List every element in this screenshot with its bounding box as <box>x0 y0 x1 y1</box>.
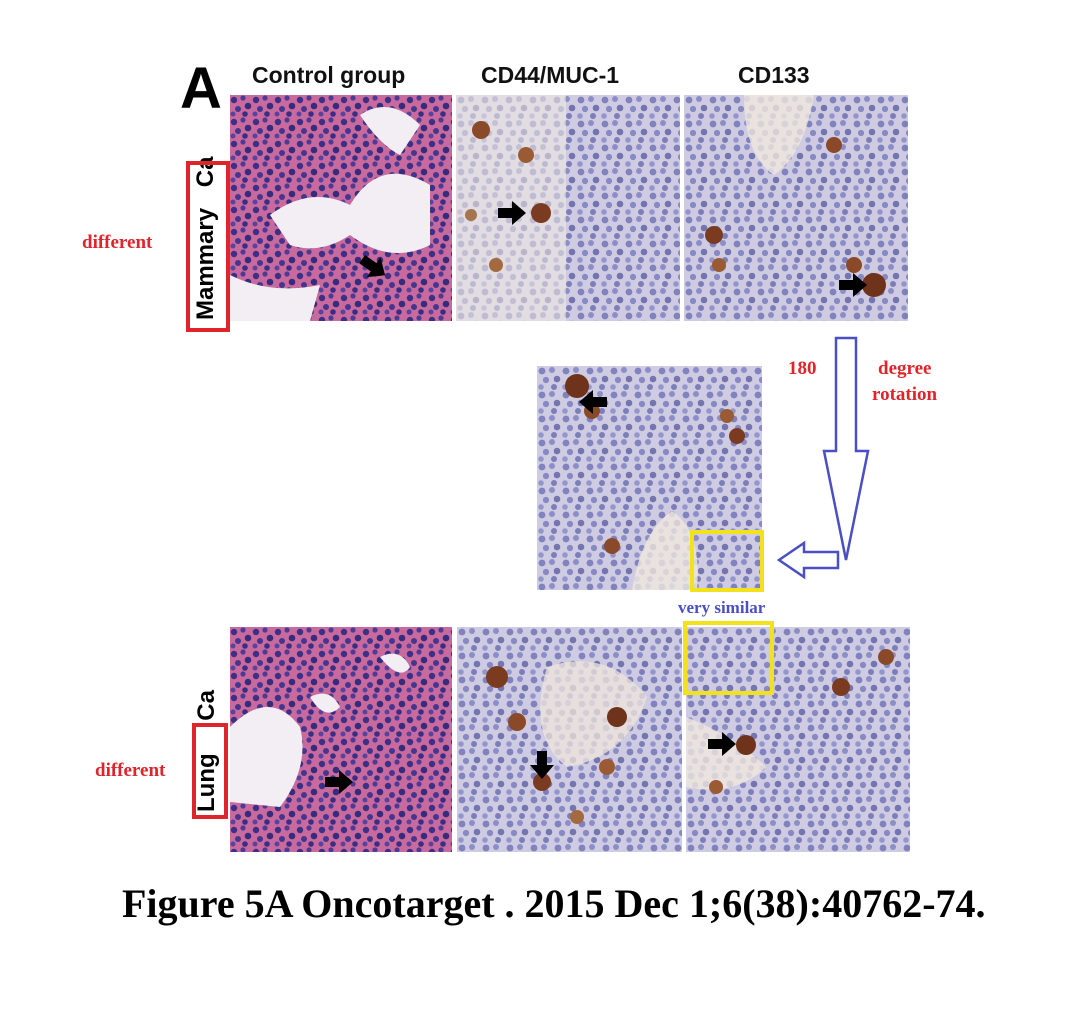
panel-letter: A <box>180 56 222 121</box>
panel-rotated-cd133 <box>537 366 762 590</box>
annotation-different-bottom: different <box>95 760 166 781</box>
annotation-very-similar: very similar <box>678 598 766 617</box>
arrow-icon <box>579 390 607 414</box>
arrow-icon <box>325 770 353 794</box>
panel-top-control <box>230 95 452 321</box>
column-header-control: Control group <box>252 62 406 88</box>
column-header-cd44-muc1: CD44/MUC-1 <box>481 62 620 88</box>
highlight-box-rotated <box>690 530 764 592</box>
highlight-box-bottom <box>683 621 774 695</box>
arrow-icon <box>530 751 554 779</box>
panel-bottom-control <box>230 627 452 852</box>
panel-top-cd44 <box>456 95 680 321</box>
annotation-rotation-word1: degree <box>878 358 932 379</box>
red-box-lung <box>192 723 228 819</box>
column-header-cd133: CD133 <box>738 62 810 88</box>
left-arrow-icon <box>776 540 840 580</box>
down-arrow-icon <box>822 336 870 561</box>
annotation-different-top: different <box>82 232 153 253</box>
arrow-icon <box>359 255 386 278</box>
annotation-rotation-number: 180 <box>788 358 817 379</box>
arrow-icon <box>498 201 526 225</box>
red-box-mammary <box>186 161 230 332</box>
arrow-icon <box>839 273 867 297</box>
annotation-rotation-word2: rotation <box>872 384 938 405</box>
figure-caption: Figure 5A Oncotarget . 2015 Dec 1;6(38):… <box>122 881 986 926</box>
arrow-icon <box>708 732 736 756</box>
panel-bottom-cd44 <box>457 627 682 852</box>
row-label-bottom-rest: Ca <box>193 690 220 721</box>
panel-bottom-cd133 <box>686 627 910 852</box>
panel-top-cd133 <box>684 95 908 321</box>
